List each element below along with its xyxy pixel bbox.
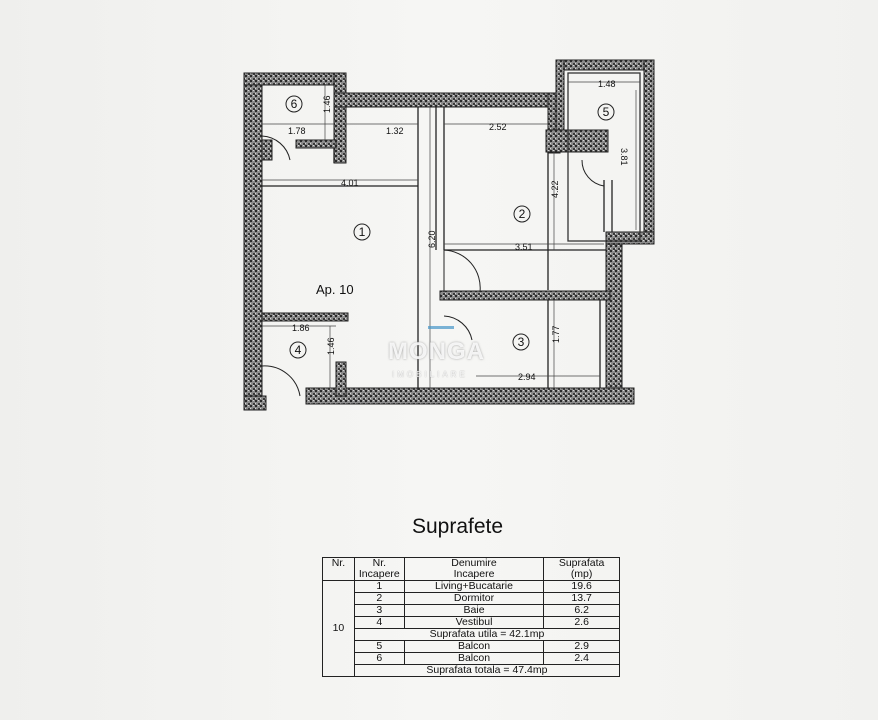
room-5-circle xyxy=(597,103,615,121)
room-4-circle xyxy=(289,341,307,359)
dim-balcony-5-width: 1.48 xyxy=(598,79,616,89)
dim-room-3-width: 2.94 xyxy=(518,372,536,382)
dim-room-6-width: 1.78 xyxy=(288,126,306,136)
row-area: 19.6 xyxy=(543,580,620,593)
dim-room-6-height: 1.46 xyxy=(322,95,332,113)
dim-living-width: 4.01 xyxy=(341,178,359,188)
row-name: Living+Bucatarie xyxy=(403,580,545,593)
room-numbers: 6 5 1 2 3 4 xyxy=(291,97,610,357)
table-header-row: Nr. Nr. Incapere Denumire Incapere Supra… xyxy=(322,557,620,581)
table-row: 2 Dormitor 13.7 xyxy=(323,592,620,605)
table-row: 5 Balcon 2.9 xyxy=(323,640,620,653)
exterior-walls xyxy=(243,59,655,411)
logo-roof-icon xyxy=(428,326,454,343)
useful-total-cell: Suprafata utila = 42.1mp xyxy=(353,628,621,641)
watermark-sub-text: IMOBILIARE xyxy=(392,370,468,379)
row-name: Dormitor xyxy=(403,592,545,605)
row-nr: 1 xyxy=(353,580,405,593)
dim-room-4-height: 1.46 xyxy=(326,337,336,355)
header-denumire: Denumire Incapere xyxy=(403,557,545,581)
room-4-number: 4 xyxy=(295,343,302,357)
apartment-label: Ap. 10 xyxy=(316,282,354,297)
room-5-number: 5 xyxy=(603,105,610,119)
dim-room-3-height: 1.77 xyxy=(551,325,561,343)
table-row: 3 Baie 6.2 xyxy=(323,604,620,617)
row-area: 6.2 xyxy=(543,604,620,617)
row-nr: 2 xyxy=(353,592,405,605)
room-markers xyxy=(285,95,615,359)
table-row: 10 1 Living+Bucatarie 19.6 xyxy=(322,580,620,677)
table-title: Suprafete xyxy=(412,515,504,538)
row-area: 2.6 xyxy=(543,616,620,629)
surfaces-table: Nr. Nr. Incapere Denumire Incapere Supra… xyxy=(322,557,621,677)
row-nr: 5 xyxy=(353,640,405,653)
room-3-number: 3 xyxy=(518,335,525,349)
apartment-number-cell: 10 xyxy=(322,580,355,677)
room-1-number: 1 xyxy=(359,225,366,239)
row-name: Balcon xyxy=(403,640,545,653)
dimension-lines xyxy=(262,81,640,390)
interior-walls xyxy=(262,72,641,390)
room-1-circle xyxy=(353,223,371,241)
grand-total-cell: Suprafata totala = 47.4mp xyxy=(353,664,621,677)
row-name: Vestibul xyxy=(403,616,545,629)
header-nr-incapere-line2: Incapere xyxy=(358,568,400,580)
header-nr: Nr. xyxy=(322,557,355,581)
dim-room-2-height: 4.22 xyxy=(550,180,560,198)
dim-room-2-width-bottom: 3.51 xyxy=(515,242,533,252)
room-2-number: 2 xyxy=(519,207,526,221)
room-6-number: 6 xyxy=(291,97,298,111)
table-row: 4 Vestibul 2.6 xyxy=(323,616,620,629)
dim-room-2-width-top: 2.52 xyxy=(489,122,507,132)
dim-hall-width: 1.32 xyxy=(386,126,404,136)
header-suprafata-line1: Suprafata xyxy=(558,557,605,569)
row-nr: 3 xyxy=(353,604,405,617)
row-name: Balcon xyxy=(403,652,545,665)
row-nr: 6 xyxy=(353,652,405,665)
floor-plan: 1.48 1.46 1.78 1.32 2.52 3.81 4.01 4.22 … xyxy=(243,59,655,411)
header-nr-incapere-line1: Nr. xyxy=(372,557,387,569)
dimension-labels: 1.48 1.46 1.78 1.32 2.52 3.81 4.01 4.22 … xyxy=(288,79,629,382)
useful-total-row: Suprafata utila = 42.1mp xyxy=(323,628,621,641)
dim-balcony-5-height: 3.81 xyxy=(619,148,629,166)
room-6-circle xyxy=(285,95,303,113)
header-nr-incapere: Nr. Incapere xyxy=(353,557,405,581)
header-denumire-line1: Denumire xyxy=(451,557,497,569)
row-area: 13.7 xyxy=(543,592,620,605)
dim-living-height: 6.20 xyxy=(427,230,437,248)
room-3-circle xyxy=(512,333,530,351)
watermark-main-text: MONGA xyxy=(388,338,485,365)
row-area: 2.4 xyxy=(543,652,620,665)
header-denumire-line2: Incapere xyxy=(453,568,495,580)
room-2-circle xyxy=(513,205,531,223)
row-area: 2.9 xyxy=(543,640,620,653)
row-nr: 4 xyxy=(353,616,405,629)
grand-total-row: Suprafata totala = 47.4mp xyxy=(323,664,621,677)
table-row: 6 Balcon 2.4 xyxy=(323,652,620,665)
dim-room-4-width: 1.86 xyxy=(292,323,310,333)
door-swings xyxy=(261,135,605,397)
header-suprafata: Suprafata (mp) xyxy=(543,557,620,581)
row-name: Baie xyxy=(403,604,545,617)
header-suprafata-line2: (mp) xyxy=(570,568,593,580)
watermark-logo: MONGA IMOBILIARE xyxy=(380,326,500,386)
